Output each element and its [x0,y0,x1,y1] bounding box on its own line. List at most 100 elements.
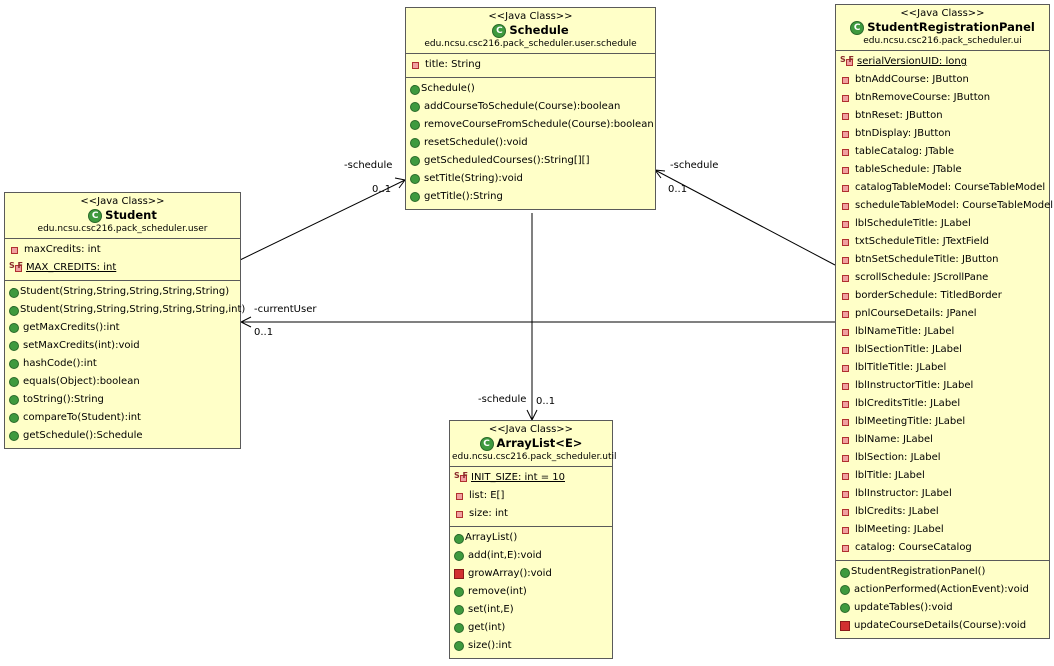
public-method-icon [9,413,19,423]
attribute-row: title: String [406,56,655,74]
static-final-icon: S F [840,54,855,64]
operation-row: getTitle():String [406,188,655,206]
private-field-icon [842,364,849,372]
operation-row: hashCode():int [5,355,240,373]
attribute-row: btnAddCourse: JButton [836,71,1049,89]
schedule-arraylist-role: -schedule [478,394,527,405]
private-field-icon [842,508,849,516]
operation-row: set(int,E) [450,601,612,619]
private-field-icon [842,202,849,210]
operation-row: updateCourseDetails(Course):void [836,617,1049,635]
constructor-icon: c [454,532,464,544]
operation-row: getScheduledCourses():String[][] [406,152,655,170]
attribute-row: txtScheduleTitle: JTextField [836,233,1049,251]
public-method-icon [454,623,464,633]
attribute-row: lblTitleTitle: JLabel [836,359,1049,377]
private-field-icon [842,526,849,534]
private-field-icon [842,76,849,84]
schedule-package: edu.ncsu.csc216.pack_scheduler.user.sche… [424,39,637,49]
arraylist-operations: cArrayList() add(int,E):void growArray()… [450,527,612,658]
attribute-row: btnSetScheduleTitle: JButton [836,251,1049,269]
private-field-icon [842,292,849,300]
private-field-icon [842,472,849,480]
private-field-icon [842,454,849,462]
panel-schedule-multiplicity: 0..1 [668,184,688,195]
constructor-icon: c [9,286,19,298]
public-method-icon [454,587,464,597]
constructor-icon: c [410,83,420,95]
attribute-row: tableCatalog: JTable [836,143,1049,161]
private-field-icon [842,274,849,282]
operation-row: resetSchedule():void [406,134,655,152]
operation-row: cArrayList() [450,529,612,547]
attribute-row: scrollSchedule: JScrollPane [836,269,1049,287]
operation-row: cStudent(String,String,String,String,Str… [5,301,245,319]
student-package: edu.ncsu.csc216.pack_scheduler.user [37,224,208,234]
class-icon: C [492,23,507,38]
private-method-icon [840,621,850,631]
operation-row: growArray():void [450,565,612,583]
arraylist-stereotype: <<Java Class>> [488,424,574,435]
attribute-row: lblInstructorTitle: JLabel [836,377,1049,395]
private-field-icon [842,544,849,552]
operation-row: removeCourseFromSchedule(Course):boolean [406,116,655,134]
student-stereotype: <<Java Class>> [80,196,165,207]
panel-student-multiplicity: 0..1 [254,327,274,338]
public-method-icon [454,641,464,651]
constructor-icon: c [9,304,19,316]
attribute-row: tableSchedule: JTable [836,161,1049,179]
panel-class-name: StudentRegistrationPanel [867,20,1035,34]
private-field-icon [842,400,849,408]
panel-schedule-association [654,169,836,266]
attribute-row: catalogTableModel: CourseTableModel [836,179,1049,197]
public-method-icon [9,359,19,369]
private-field-icon [11,246,18,254]
public-method-icon [410,138,420,148]
schedule-stereotype: <<Java Class>> [488,11,573,22]
operation-row: get(int) [450,619,612,637]
private-field-icon [842,220,849,228]
public-method-icon [410,174,420,184]
schedule-class-name: Schedule [509,23,569,37]
attribute-row: lblMeeting: JLabel [836,521,1049,539]
static-final-icon: S F [9,260,24,270]
private-field-icon [842,112,849,120]
operation-row: add(int,E):void [450,547,612,565]
public-method-icon [9,431,19,441]
class-icon: C [88,208,103,223]
student-operations: cStudent(String,String,String,String,Str… [5,281,245,448]
operation-row: compareTo(Student):int [5,409,240,427]
operation-row: setMaxCredits(int):void [5,337,240,355]
operation-row: equals(Object):boolean [5,373,240,391]
private-field-icon [842,328,849,336]
public-method-icon [410,120,420,130]
private-field-icon [846,58,853,66]
panel-student-arrowhead [239,316,252,328]
private-field-icon [15,264,22,272]
attribute-row: lblNameTitle: JLabel [836,323,1049,341]
public-method-icon [454,605,464,615]
student-schedule-arrowhead [394,177,406,189]
private-field-icon [842,346,849,354]
attribute-row: lblSectionTitle: JLabel [836,341,1049,359]
panel-student-role: -currentUser [254,304,317,315]
student-class-name: Student [105,208,157,222]
private-field-icon [842,238,849,246]
operation-row: remove(int) [450,583,612,601]
panel-package: edu.ncsu.csc216.pack_scheduler.ui [863,36,1022,46]
operation-row: cSchedule() [406,80,655,98]
operation-row: addCourseToSchedule(Course):boolean [406,98,655,116]
attribute-row: list: E[] [450,487,612,505]
panel-stereotype: <<Java Class>> [900,8,985,19]
operation-row: actionPerformed(ActionEvent):void [836,581,1049,599]
attribute-row: lblCredits: JLabel [836,503,1049,521]
private-field-icon [460,474,467,482]
